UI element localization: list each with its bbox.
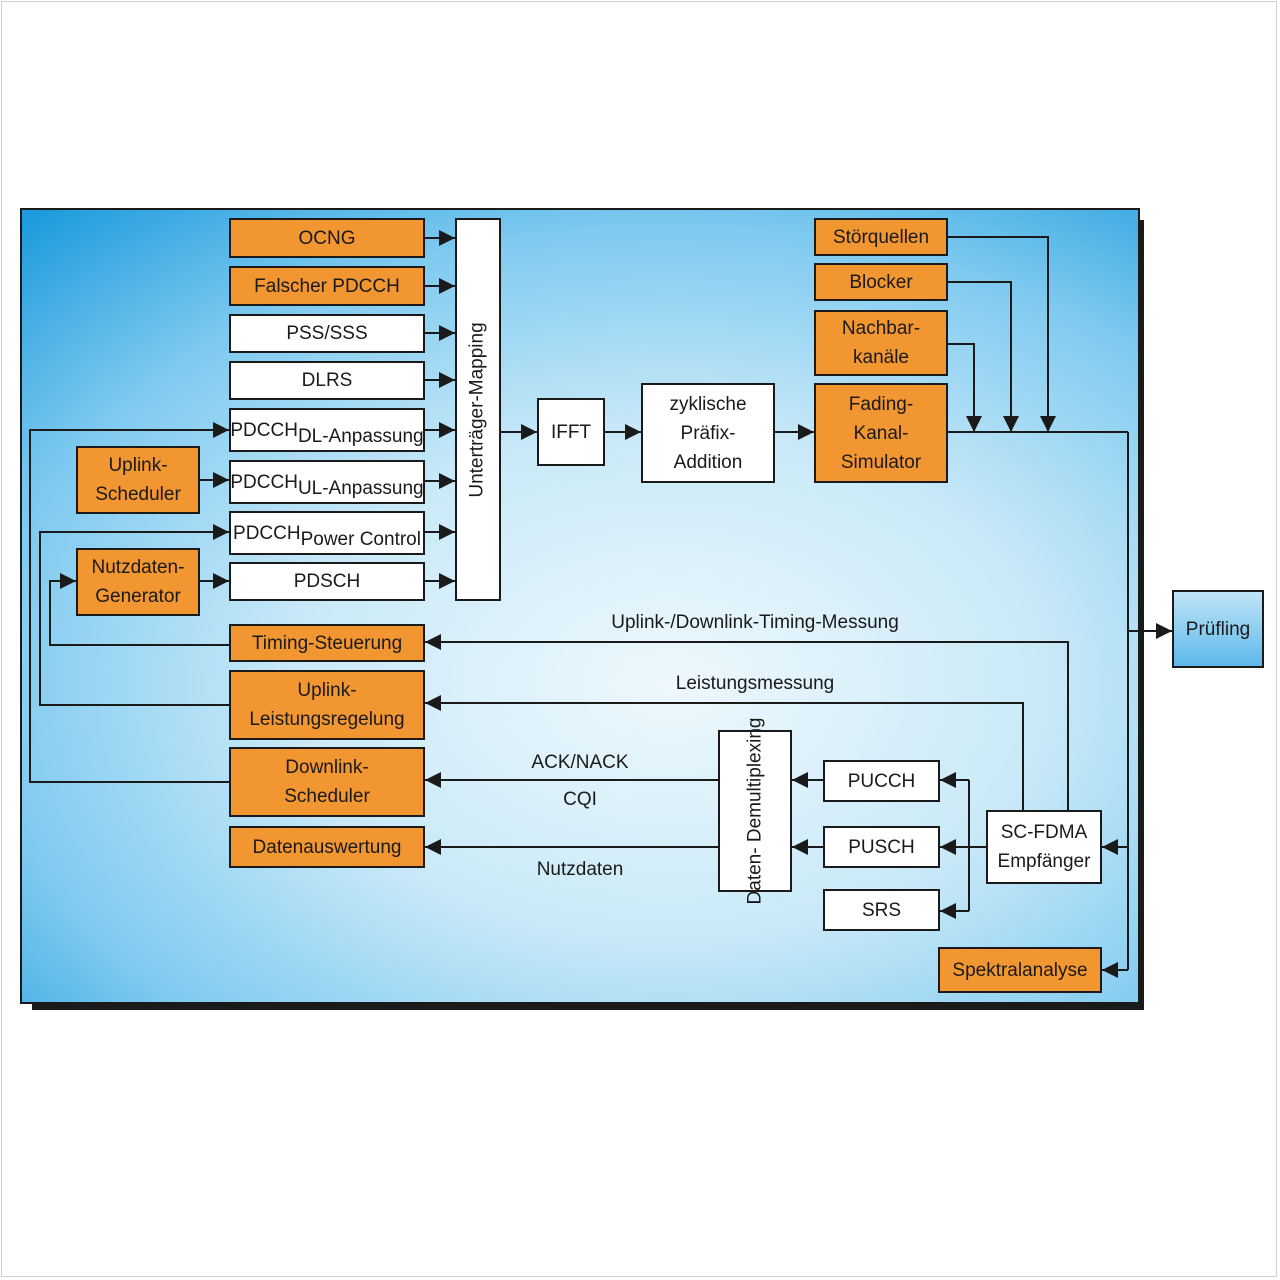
leistungsmessung-label: Leistungsmessung	[675, 673, 835, 694]
uplink-leistungsregelung-label: Uplink- Leistungsregelung	[249, 680, 405, 730]
nachbarkanäle-label: Nachbar- kanäle	[841, 318, 921, 368]
srs-block: SRS	[823, 889, 940, 931]
pdcch-dl-subscript: DL-Anpassung	[297, 425, 424, 447]
falscher-pdcch-block: Falscher PDCCH	[229, 266, 425, 306]
sc-fdma-empfänger-label: SC-FDMA Empfänger	[997, 822, 1091, 872]
blocker-label: Blocker	[849, 271, 913, 293]
spektralanalyse-label: Spektralanalyse	[952, 959, 1088, 981]
pusch-block: PUSCH	[823, 826, 940, 868]
datenauswertung-block: Datenauswertung	[229, 826, 425, 868]
cqi-label: CQI	[563, 789, 597, 810]
prüfling-label: Prüfling	[1185, 618, 1251, 640]
daten-demux-block: Daten- Demultiplexing	[718, 718, 792, 904]
downlink-scheduler-label: Downlink- Scheduler	[284, 757, 370, 807]
unterträger-mapping-label: Unterträger-Mapping	[467, 321, 488, 498]
pdcch-pc-prefix: PDCCH	[233, 522, 301, 544]
uplink-scheduler-label: Uplink- Scheduler	[95, 455, 181, 505]
fading-simulator-label: Fading- Kanal- Simulator	[840, 393, 922, 473]
nachbarkanäle-block: Nachbar- kanäle	[814, 310, 948, 376]
zyklische-präfix-block: zyklische Präfix- Addition	[641, 383, 775, 483]
störquellen-label: Störquellen	[832, 226, 930, 248]
datenauswertung-label: Datenauswertung	[252, 836, 402, 858]
pucch-label: PUCCH	[847, 770, 916, 792]
ifft-block: IFFT	[537, 398, 605, 466]
uplink-leistungsregelung-block: Uplink- Leistungsregelung	[229, 670, 425, 740]
pdsch-label: PDSCH	[293, 571, 361, 592]
timing-messung-label: Uplink-/Downlink-Timing-Messung	[611, 612, 899, 633]
pdcch-pc-subscript: Power Control	[300, 528, 421, 550]
ocng-label: OCNG	[298, 227, 356, 249]
störquellen-block: Störquellen	[814, 218, 948, 256]
spektralanalyse-block: Spektralanalyse	[938, 947, 1102, 993]
dlrs-label: DLRS	[301, 370, 353, 391]
pucch-block: PUCCH	[823, 760, 940, 802]
uplink-scheduler-block: Uplink- Scheduler	[76, 446, 200, 514]
nutzdaten-label: Nutzdaten	[536, 859, 624, 880]
timing-steuerung-block: Timing-Steuerung	[229, 624, 425, 662]
downlink-scheduler-block: Downlink- Scheduler	[229, 747, 425, 817]
nutzdaten-generator-block: Nutzdaten- Generator	[76, 548, 200, 616]
pss-sss-block: PSS/SSS	[229, 314, 425, 353]
fading-simulator-block: Fading- Kanal- Simulator	[814, 383, 948, 483]
nutzdaten-generator-label: Nutzdaten- Generator	[91, 557, 185, 607]
falscher-pdcch-label: Falscher PDCCH	[254, 275, 400, 297]
dlrs-block: DLRS	[229, 361, 425, 400]
pdcch-ul-prefix: PDCCH	[230, 471, 298, 493]
pdsch-block: PDSCH	[229, 562, 425, 601]
pdcch-dl-prefix: PDCCH	[230, 419, 298, 441]
pdcch-ul-subscript: UL-Anpassung	[297, 477, 424, 499]
prüfling-block: Prüfling	[1172, 590, 1264, 668]
unterträger-mapping-block: Unterträger-Mapping	[455, 218, 501, 601]
zyklische-präfix-label: zyklische Präfix- Addition	[669, 393, 747, 473]
blocker-block: Blocker	[814, 263, 948, 301]
timing-steuerung-label: Timing-Steuerung	[251, 632, 403, 654]
ifft-label: IFFT	[550, 421, 592, 443]
pss-sss-label: PSS/SSS	[286, 323, 368, 344]
srs-label: SRS	[861, 899, 902, 921]
daten-demux-label: Daten- Demultiplexing	[744, 717, 766, 905]
pusch-label: PUSCH	[848, 836, 915, 858]
ack-nack-label: ACK/NACK	[531, 752, 629, 773]
ocng-block: OCNG	[229, 218, 425, 258]
sc-fdma-empfänger-block: SC-FDMA Empfänger	[986, 810, 1102, 884]
